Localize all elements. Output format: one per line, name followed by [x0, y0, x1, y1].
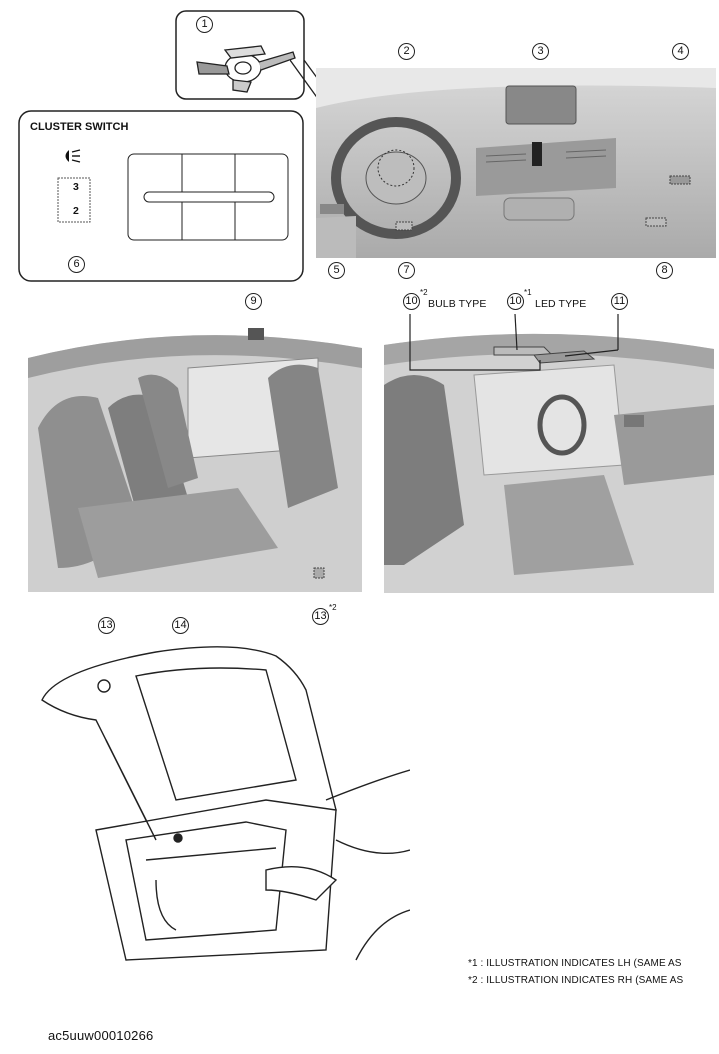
callout-10-bulb: 10: [403, 293, 420, 310]
callout-8: 8: [656, 262, 673, 279]
bulb-type-superscript: *2: [420, 288, 428, 297]
headlight-icon: [60, 148, 82, 164]
callout-6: 6: [68, 256, 85, 273]
callout-3: 3: [532, 43, 549, 60]
callout-5: 5: [328, 262, 345, 279]
liftgate-illustration: [36, 630, 410, 990]
callout-10-led: 10: [507, 293, 524, 310]
rear-cabin-illustration: [18, 318, 362, 592]
callout-1: 1: [196, 16, 213, 33]
footnote-1: *1 : ILLUSTRATION INDICATES LH (SAME AS: [468, 958, 682, 969]
callout-4: 4: [672, 43, 689, 60]
callout-7: 7: [398, 262, 415, 279]
bulb-type-label: BULB TYPE: [428, 298, 487, 310]
cluster-switch-box: [18, 110, 304, 282]
callout-11: 11: [611, 293, 628, 310]
steering-column-inset: [175, 10, 305, 100]
callout-9: 9: [245, 293, 262, 310]
image-id: ac5uuw00010266: [48, 1028, 154, 1043]
callout-13: 13: [98, 617, 115, 634]
led-type-label: LED TYPE: [535, 298, 587, 310]
footnote-2: *2 : ILLUSTRATION INDICATES RH (SAME AS: [468, 975, 684, 986]
led-type-superscript: *1: [524, 288, 532, 297]
combination-switch-drawing: [175, 10, 305, 100]
callout-14: 14: [172, 617, 189, 634]
dashboard-illustration: [316, 68, 716, 258]
callout-12: 13: [312, 608, 329, 625]
cluster-position-2: 2: [73, 205, 79, 217]
cluster-switch-title: CLUSTER SWITCH: [30, 121, 129, 133]
callout-2: 2: [398, 43, 415, 60]
dome-light-leaders: [409, 313, 619, 371]
cluster-position-3: 3: [73, 181, 79, 193]
callout-12-superscript: *2: [329, 603, 337, 612]
